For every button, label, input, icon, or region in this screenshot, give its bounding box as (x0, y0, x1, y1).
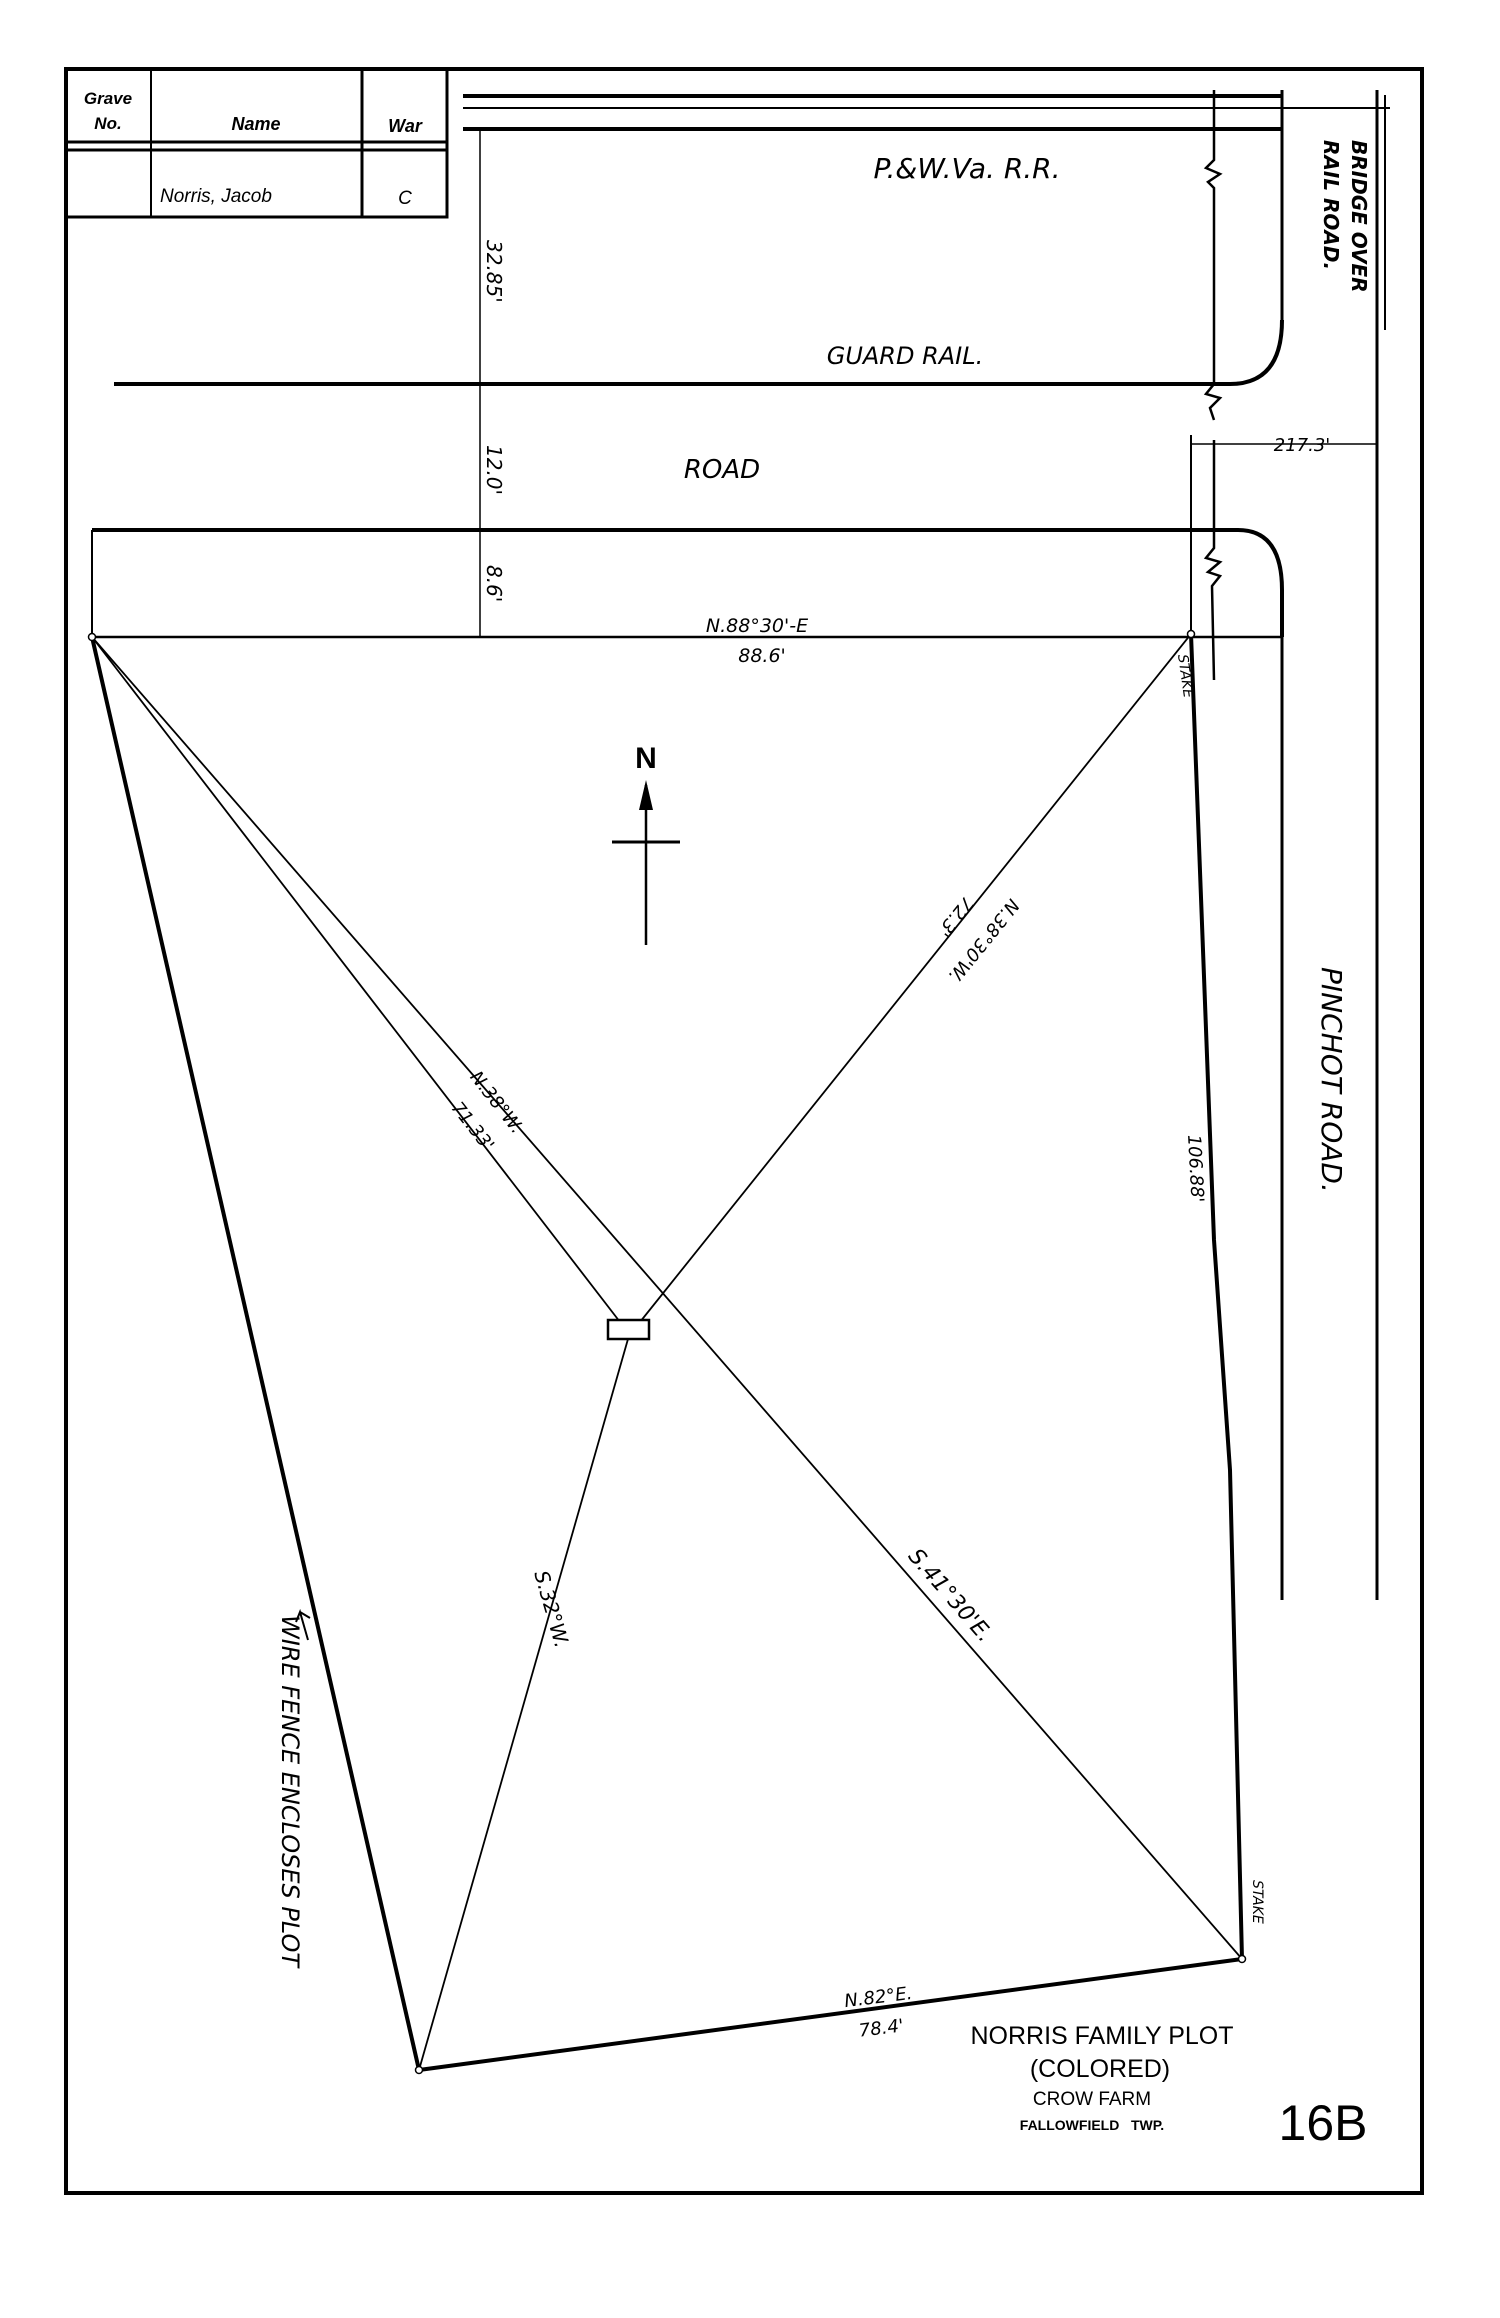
north-bearing: N.88°30'-E (706, 615, 808, 637)
corner-nw (87, 632, 97, 642)
railroad-label: P.&W.Va. R.R. (873, 152, 1060, 185)
title-line-2: (COLORED) (1030, 2055, 1170, 2083)
diagonal-se (91, 636, 1243, 1960)
grave-marker (606, 1318, 651, 1341)
south-bearing: N.82°E. (843, 1983, 913, 2012)
dim-12-0: 12.0' (482, 445, 506, 495)
guard-rail-label: GUARD RAIL. (827, 342, 984, 370)
south-line (418, 1957, 1243, 2072)
east-length: 106.88' (1183, 1134, 1208, 1203)
dim-32-85: 32.85' (482, 240, 506, 303)
sw-diagonal-bearing: S.32°W. (529, 1568, 574, 1651)
road-label: ROAD (684, 455, 760, 485)
dim-8-6: 8.6' (482, 565, 506, 602)
diagonal-to-grave (91, 636, 621, 1323)
south-length: 78.4' (858, 2015, 905, 2041)
sheet-number: 16B (1279, 2095, 1368, 2151)
corner-sw (414, 2065, 424, 2075)
page-border (64, 67, 1424, 2195)
plot-boundary (87, 629, 1247, 2075)
grave-table: Grave No. Name War Norris, Jacob C (64, 67, 449, 219)
title-block: NORRIS FAMILY PLOT (COLORED) CROW FARM F… (970, 2022, 1367, 2151)
north-label: N (635, 742, 657, 775)
pinchot-road-label: PINCHOT ROAD. (1315, 967, 1348, 1193)
railroad-lines (91, 90, 1390, 1600)
dim-217-3: 217.3' (1274, 435, 1330, 456)
header-war: War (388, 116, 423, 136)
north-length: 88.6' (738, 645, 786, 667)
corner-ne (1186, 629, 1196, 639)
stake-ne-label: STAKE (1174, 653, 1196, 699)
corner-se (1237, 1954, 1247, 1964)
header-grave-no-line2: No. (94, 114, 121, 133)
se-diagonal-bearing: S.41°30'E. (903, 1544, 997, 1647)
title-line-4: FALLOWFIELD TWP. (1020, 2117, 1164, 2133)
diagonal-grave-to-sw (418, 1338, 629, 2071)
fence-label: WIRE FENCE ENCLOSES PLOT (276, 1615, 304, 1969)
west-fence-line (90, 636, 421, 2071)
title-line-1: NORRIS FAMILY PLOT (970, 2022, 1233, 2050)
ne-diagonal-length: 72.3' (933, 892, 978, 940)
stake-se-label: STAKE (1249, 1880, 1265, 1924)
cell-war: C (398, 188, 412, 209)
north-arrow-icon: N (612, 742, 680, 945)
header-grave-no: Grave (84, 89, 132, 108)
cell-name: Norris, Jacob (160, 186, 272, 207)
east-line (1189, 633, 1244, 1960)
bridge-label-2: RAIL ROAD. (1319, 140, 1343, 270)
title-line-3: CROW FARM (1033, 2089, 1151, 2110)
header-name: Name (231, 114, 280, 134)
bridge-label: BRIDGE OVER (1347, 140, 1371, 293)
diagonal-ne-to-grave (639, 633, 1192, 1323)
